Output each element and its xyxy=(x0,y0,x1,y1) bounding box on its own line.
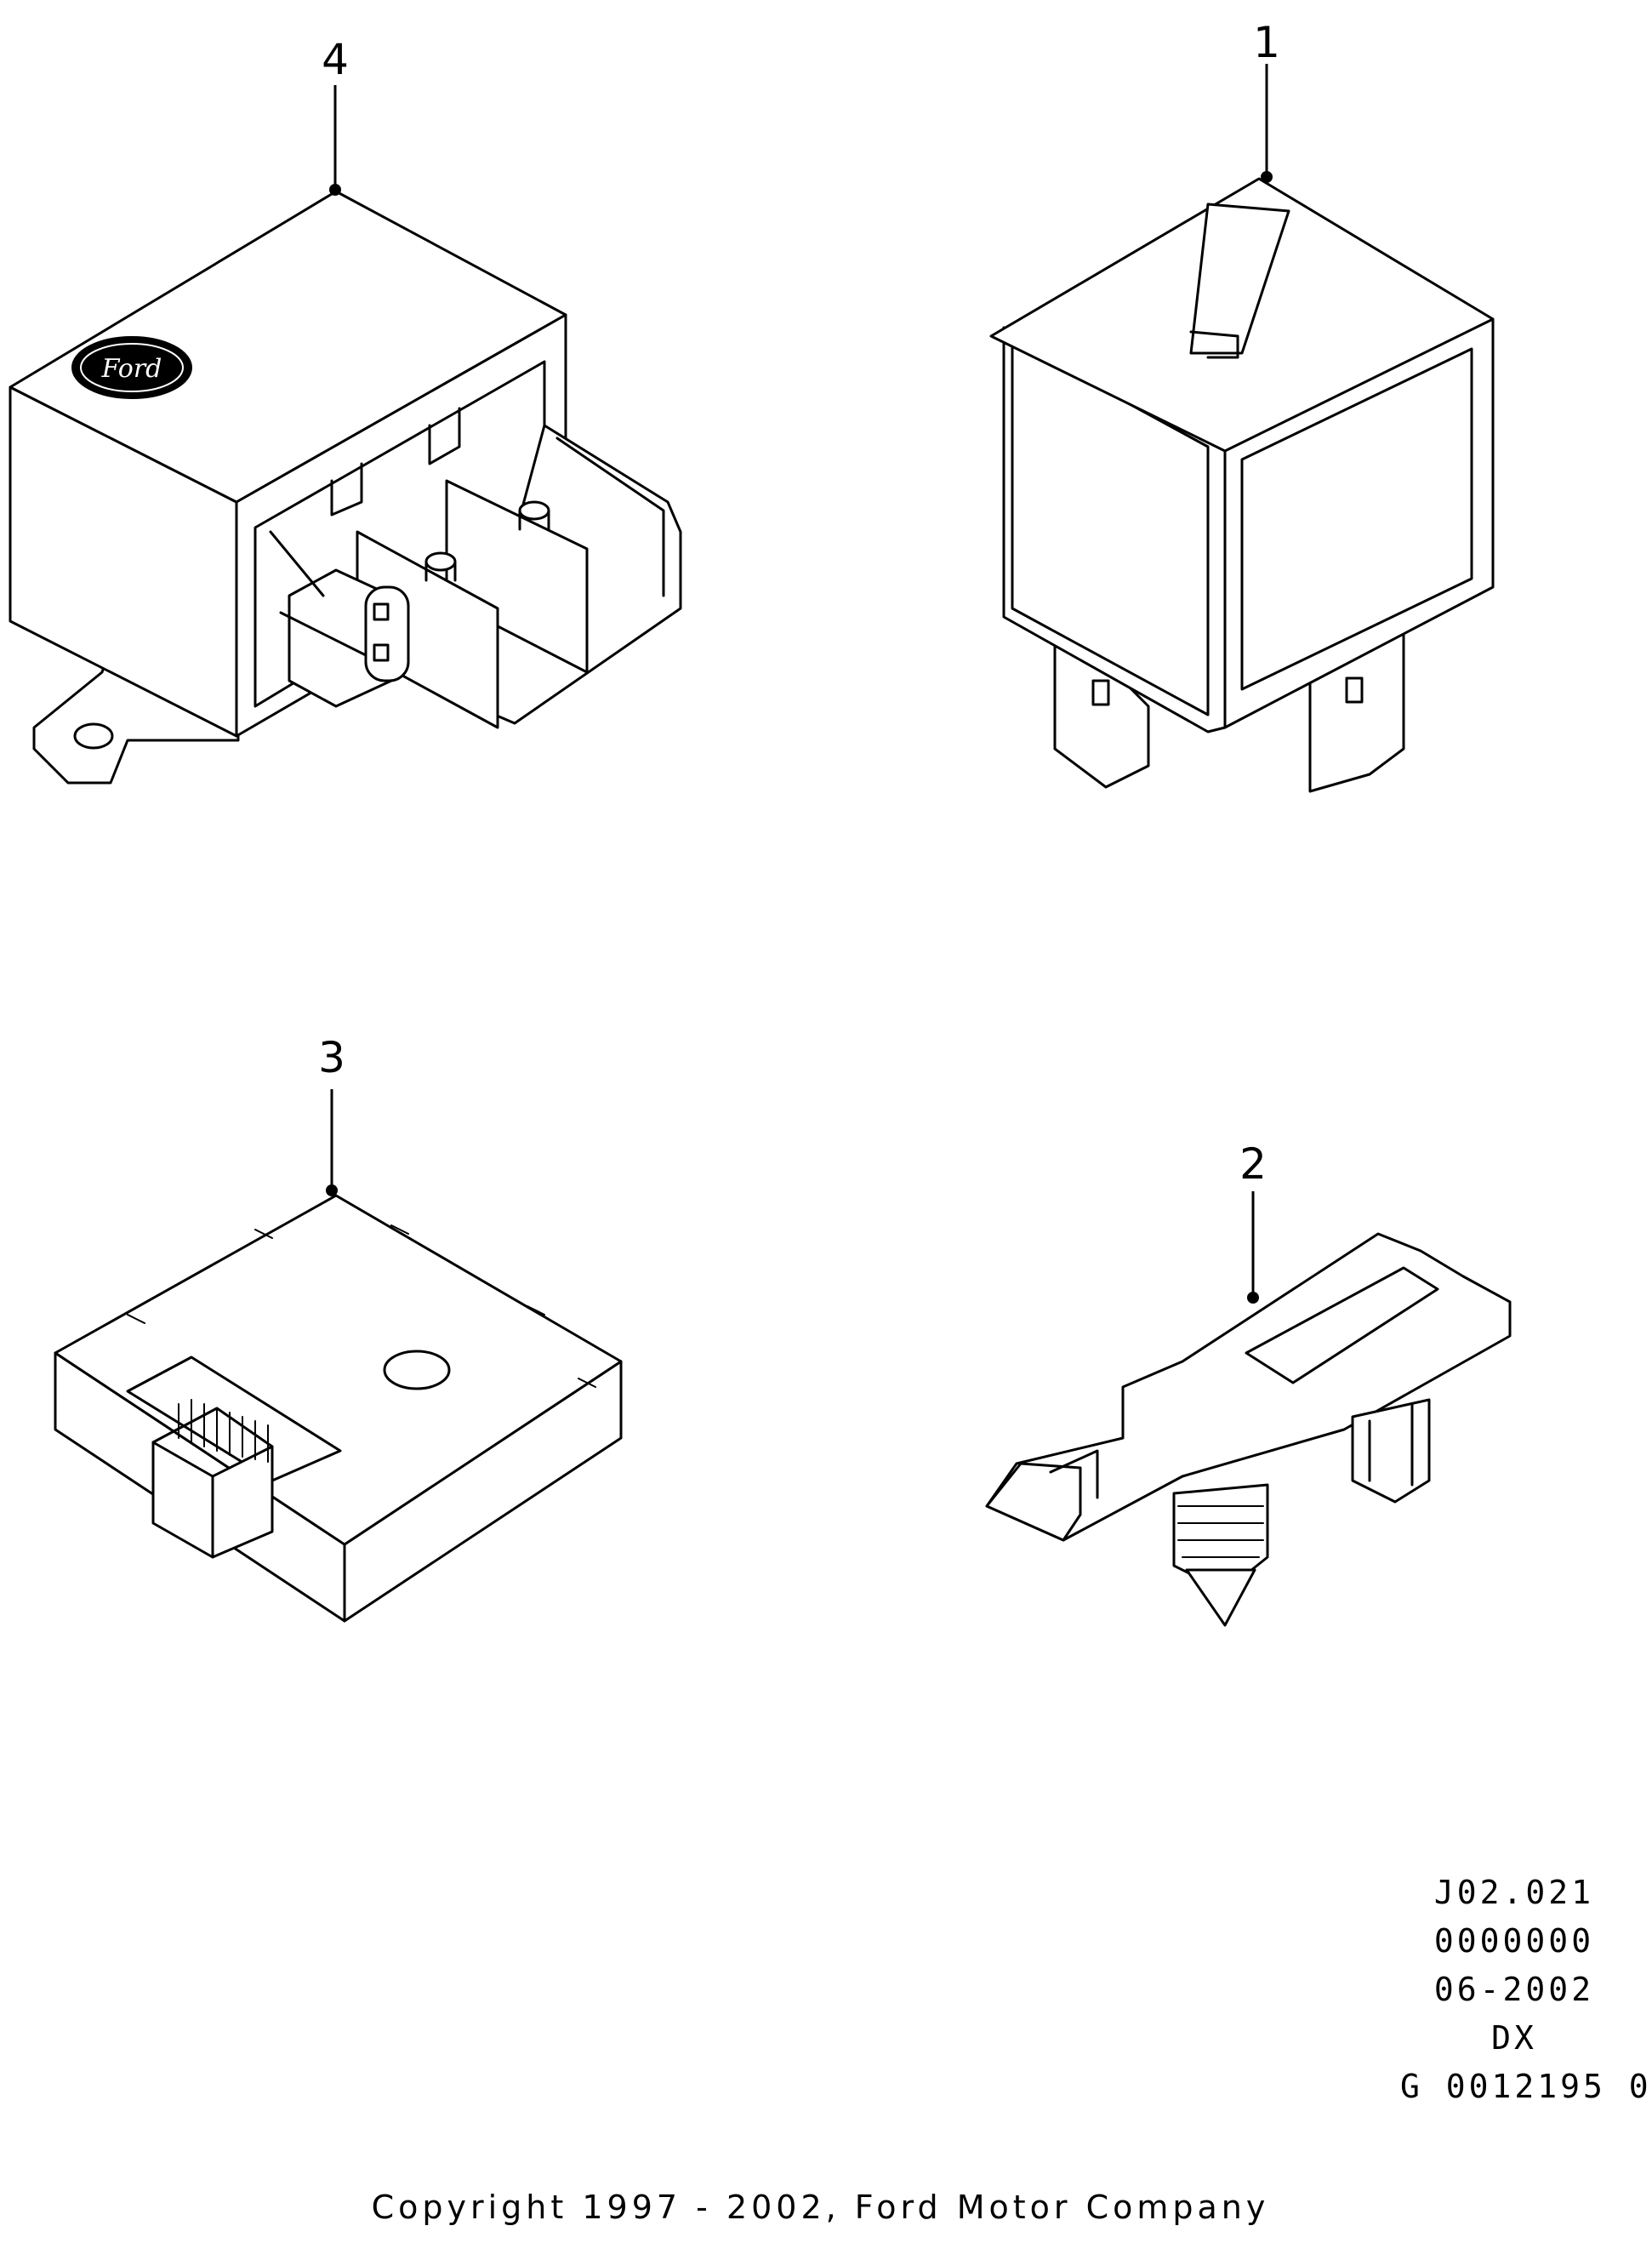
drawing-series: DX xyxy=(1491,2019,1537,2057)
drawing-code: J02.021 xyxy=(1433,1874,1595,1911)
ford-logo-text: Ford xyxy=(101,354,162,384)
callout-2: 2 xyxy=(1239,1139,1267,1304)
copyright-notice: Copyright 1997 - 2002, Ford Motor Compan… xyxy=(371,2189,1270,2226)
ford-logo xyxy=(71,336,192,399)
callout-3: 3 xyxy=(318,1033,345,1196)
callout-3-number: 3 xyxy=(318,1033,345,1082)
part-2-clip xyxy=(985,1232,1512,1627)
drawing-number: 0000000 xyxy=(1433,1922,1595,1960)
part-1-relay xyxy=(989,177,1495,793)
part-4-relay-box: Ford xyxy=(9,190,682,785)
drawing-reference: G 0012195 0 xyxy=(1400,2068,1652,2105)
drawing-info: J02.021 0000000 06-2002 DX G 0012195 0 xyxy=(1395,1869,1652,2111)
callout-2-number: 2 xyxy=(1239,1139,1267,1189)
callout-1: 1 xyxy=(1253,18,1280,183)
drawing-date: 06-2002 xyxy=(1433,1971,1595,2008)
callout-4-number: 4 xyxy=(322,35,349,84)
callout-1-number: 1 xyxy=(1253,18,1280,67)
part-3-module xyxy=(54,1194,623,1623)
callout-4: 4 xyxy=(322,35,349,196)
